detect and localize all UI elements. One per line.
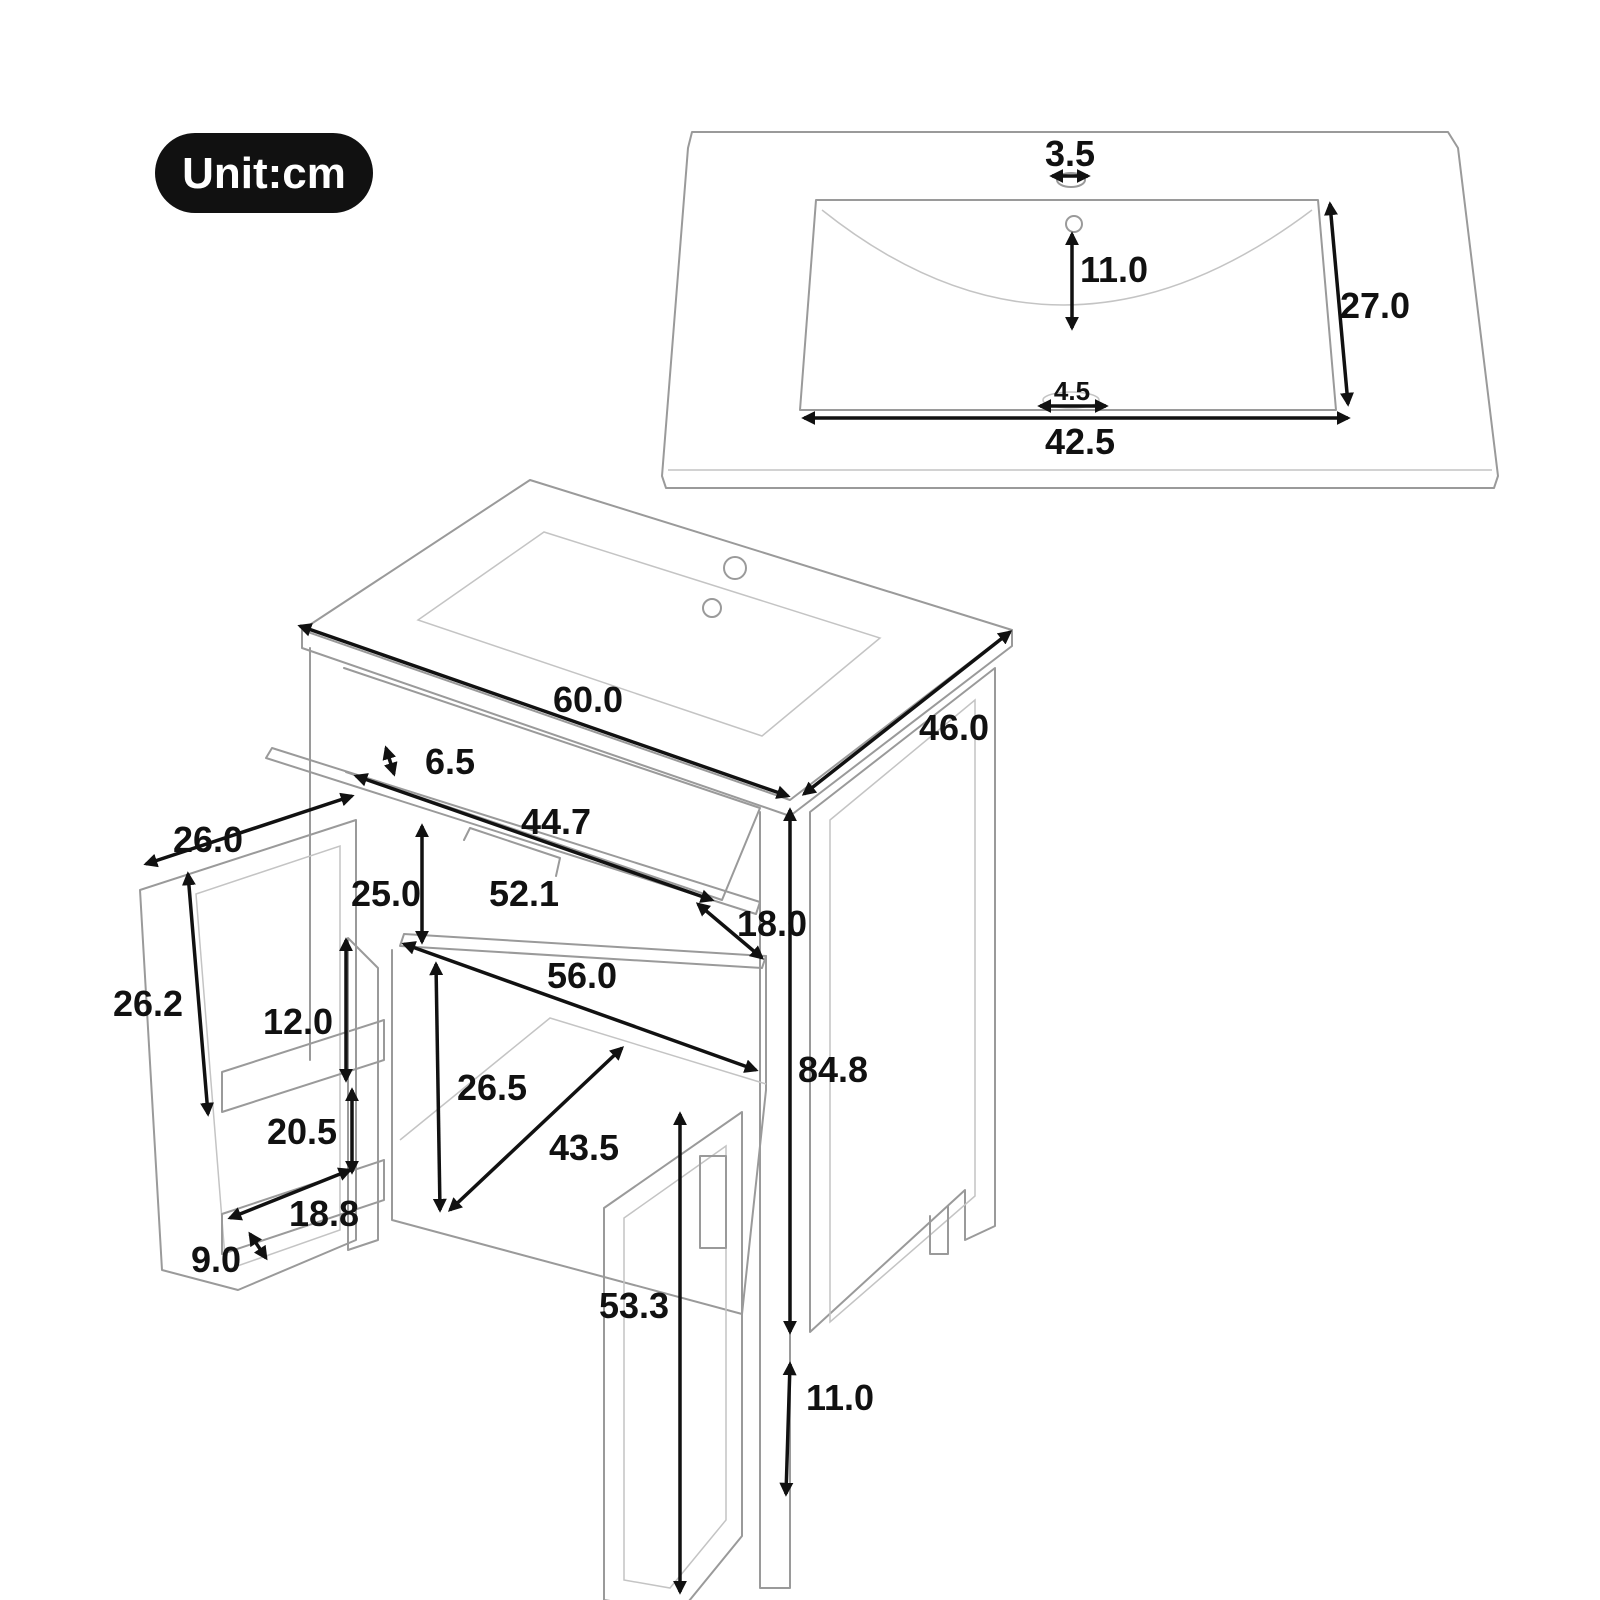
- dim-basin-length-line: [1324, 201, 1354, 407]
- dim-overall-width-line: [297, 623, 791, 799]
- right-door-inset: [623, 1144, 727, 1589]
- dim-overall-height-label: 84.8: [798, 1049, 868, 1090]
- dim-flap-width-label: 44.7: [521, 801, 591, 842]
- cabinet-leg-right: [929, 1205, 949, 1255]
- dim-basin-depth-label: 11.0: [1080, 249, 1148, 290]
- right-door: [603, 1111, 743, 1600]
- cabinet-dimensions: 60.0 46.0 84.8 6.5 44.7 26.0 25.0 52.1 1…: [113, 623, 1013, 1595]
- dim-door-shelf-width-label: 18.8: [289, 1193, 359, 1234]
- dim-shelf-gap-2-label: 20.5: [267, 1111, 337, 1152]
- dim-shelf-width-line: [401, 941, 759, 1073]
- overflow-hole: [1065, 215, 1083, 233]
- dim-faucet-hole-label: 3.5: [1045, 133, 1095, 174]
- dim-inner-bottom-height-line: [429, 961, 447, 1213]
- dim-flap-width-line: [353, 773, 715, 903]
- dim-door-height-line: [181, 871, 215, 1117]
- dim-overall-depth-label: 46.0: [919, 707, 989, 748]
- dim-flap-height-line: [382, 745, 398, 777]
- dim-leg-height-label: 11.0: [806, 1377, 874, 1418]
- dim-basin-width-label: 42.5: [1045, 421, 1115, 462]
- dim-door-width-line: [143, 792, 355, 868]
- cabinet-side-inset: [829, 698, 976, 1324]
- dim-front-door-height-label: 53.3: [599, 1285, 669, 1326]
- dim-overall-depth-line: [801, 630, 1013, 796]
- cabinet-overflow: [702, 598, 722, 618]
- dim-inner-bottom-depth-label: 43.5: [549, 1127, 619, 1168]
- dim-inner-top-width-label: 52.1: [489, 873, 559, 914]
- dim-door-width-label: 26.0: [173, 819, 243, 860]
- dim-door-height-label: 26.2: [113, 983, 183, 1024]
- dim-basin-length-label: 27.0: [1340, 285, 1410, 326]
- sink-outline: [661, 131, 1499, 489]
- dim-inner-top-height-label: 25.0: [351, 873, 421, 914]
- sink-top-view: 3.5 11.0 27.0 4.5 42.5: [661, 131, 1499, 489]
- inner-bottom-shelf: [399, 1017, 767, 1141]
- unit-badge-bg: [155, 133, 373, 213]
- dim-leg-height-line: [779, 1361, 797, 1497]
- cabinet-faucet-hole: [723, 556, 747, 580]
- unit-badge: Unit:cm: [155, 133, 373, 213]
- dim-inner-top-depth-label: 18.0: [737, 903, 807, 944]
- dim-overall-width-label: 60.0: [553, 679, 623, 720]
- cabinet-basin: [416, 531, 882, 737]
- dim-door-shelf-width-line: [227, 1167, 353, 1221]
- basin-curve: [821, 209, 1313, 306]
- dim-shelf-gap-1-label: 12.0: [263, 1001, 333, 1042]
- basin-outline: [799, 199, 1337, 411]
- dim-inner-bottom-depth-line: [447, 1046, 625, 1212]
- unit-badge-label: Unit:cm: [182, 149, 346, 198]
- dim-door-shelf-depth-line: [248, 1231, 268, 1261]
- cabinet-top-edge: [301, 629, 1013, 817]
- dim-inner-bottom-height-label: 26.5: [457, 1067, 527, 1108]
- right-door-handle: [699, 1155, 727, 1249]
- dim-drain-label: 4.5: [1054, 376, 1090, 406]
- dim-door-shelf-depth-label: 9.0: [191, 1239, 241, 1280]
- dim-shelf-width-label: 56.0: [547, 955, 617, 996]
- dim-flap-height-label: 6.5: [425, 741, 475, 782]
- door-shelf-upper: [221, 1019, 385, 1113]
